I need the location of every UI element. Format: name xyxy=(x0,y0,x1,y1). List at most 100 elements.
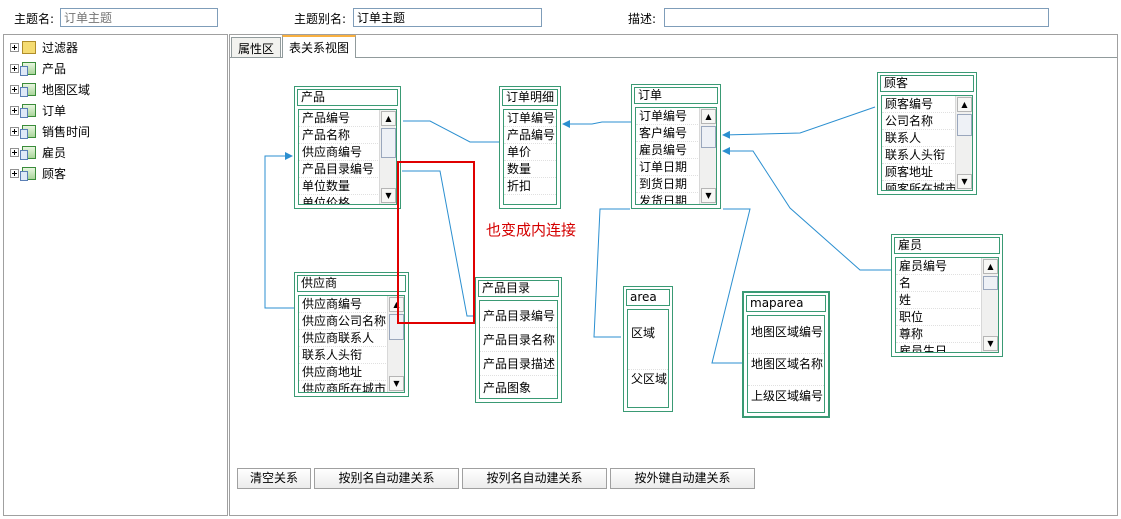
tab-relation-view[interactable]: 表关系视图 xyxy=(282,35,357,58)
field-row[interactable]: 订单编号 xyxy=(636,108,716,125)
field-row[interactable]: 顾客所在城市 xyxy=(882,181,972,190)
expand-icon[interactable] xyxy=(10,105,19,115)
field-row[interactable]: 名 xyxy=(896,275,998,292)
field-row[interactable]: 供应商编号 xyxy=(299,144,396,161)
entity-order[interactable]: 订单 订单编号 客户编号 雇员编号 订单日期 到货日期 发货日期 ▲▼ xyxy=(631,84,721,209)
entity-title[interactable]: 订单明细 xyxy=(502,89,558,106)
tree-item-product[interactable]: 产品 xyxy=(10,59,66,77)
field-row[interactable]: 产品图象 xyxy=(480,376,557,398)
field-row[interactable]: 产品目录编号 xyxy=(480,304,557,328)
auto-relate-by-column-button[interactable]: 按列名自动建关系 xyxy=(462,468,607,489)
scrollbar[interactable]: ▲▼ xyxy=(387,296,404,392)
tree-item-map-area[interactable]: 地图区域 xyxy=(10,80,90,98)
field-row[interactable]: 顾客编号 xyxy=(882,96,972,113)
entity-supplier[interactable]: 供应商 供应商编号 供应商公司名称 供应商联系人 联系人头衔 供应商地址 供应商… xyxy=(294,272,409,397)
scroll-up-icon[interactable]: ▲ xyxy=(983,259,998,274)
field-row[interactable]: 订单编号 xyxy=(504,110,556,127)
entity-title[interactable]: 供应商 xyxy=(297,275,406,292)
field-row[interactable]: 雇员编号 xyxy=(896,258,998,275)
scroll-thumb[interactable] xyxy=(389,314,404,340)
entity-customer[interactable]: 顾客 顾客编号 公司名称 联系人 联系人头衔 顾客地址 顾客所在城市 ▲▼ xyxy=(877,72,977,195)
field-row[interactable]: 联系人 xyxy=(882,130,972,147)
scroll-up-icon[interactable]: ▲ xyxy=(701,109,716,124)
field-row[interactable]: 供应商地址 xyxy=(299,364,404,381)
auto-relate-by-alias-button[interactable]: 按别名自动建关系 xyxy=(314,468,459,489)
auto-relate-by-foreign-key-button[interactable]: 按外键自动建关系 xyxy=(610,468,755,489)
tree-item-filter[interactable]: 过滤器 xyxy=(10,38,78,56)
field-row[interactable]: 产品编号 xyxy=(504,127,556,144)
tab-properties[interactable]: 属性区 xyxy=(231,37,282,57)
field-row[interactable]: 产品名称 xyxy=(299,127,396,144)
entity-title[interactable]: 顾客 xyxy=(880,75,974,92)
entity-maparea[interactable]: maparea 地图区域编号 地图区域名称 上级区域编号 xyxy=(742,291,830,418)
field-row[interactable]: 单价 xyxy=(504,144,556,161)
field-row[interactable]: 产品目录名称 xyxy=(480,328,557,352)
expand-icon[interactable] xyxy=(10,42,19,52)
field-row[interactable]: 顾客地址 xyxy=(882,164,972,181)
field-row[interactable]: 地图区域名称 xyxy=(748,354,824,386)
field-row[interactable]: 供应商公司名称 xyxy=(299,313,404,330)
field-row[interactable]: 产品目录描述 xyxy=(480,352,557,376)
field-row[interactable]: 订单日期 xyxy=(636,159,716,176)
field-row[interactable]: 联系人头衔 xyxy=(299,347,404,364)
entity-title[interactable]: 产品 xyxy=(297,89,398,106)
entity-title[interactable]: 雇员 xyxy=(894,237,1000,254)
field-row[interactable]: 折扣 xyxy=(504,178,556,195)
expand-icon[interactable] xyxy=(10,147,19,157)
entity-area[interactable]: area 区域 父区域 xyxy=(623,286,673,412)
tree-item-customer[interactable]: 顾客 xyxy=(10,164,66,182)
entity-category[interactable]: 产品目录 产品目录编号 产品目录名称 产品目录描述 产品图象 xyxy=(475,277,562,403)
field-row[interactable]: 单位数量 xyxy=(299,178,396,195)
expand-icon[interactable] xyxy=(10,126,19,136)
field-row[interactable]: 区域 xyxy=(628,324,668,370)
scroll-thumb[interactable] xyxy=(957,114,972,136)
field-row[interactable]: 雇员生日 xyxy=(896,343,998,352)
field-row[interactable]: 上级区域编号 xyxy=(751,389,824,403)
scroll-down-icon[interactable]: ▼ xyxy=(381,188,396,203)
scroll-down-icon[interactable]: ▼ xyxy=(389,376,404,391)
entity-order-detail[interactable]: 订单明细 订单编号 产品编号 单价 数量 折扣 xyxy=(499,86,561,209)
tree-item-order[interactable]: 订单 xyxy=(10,101,66,119)
entity-product[interactable]: 产品 产品编号 产品名称 供应商编号 产品目录编号 单位数量 单位价格 ▲▼ xyxy=(294,86,401,209)
scrollbar[interactable]: ▲▼ xyxy=(981,258,998,352)
field-row[interactable]: 父区域 xyxy=(631,372,668,386)
field-row[interactable]: 产品编号 xyxy=(299,110,396,127)
subject-alias-input[interactable] xyxy=(353,8,542,27)
field-row[interactable]: 产品目录编号 xyxy=(299,161,396,178)
entity-title[interactable]: 产品目录 xyxy=(478,280,559,297)
scrollbar[interactable]: ▲▼ xyxy=(379,110,396,204)
entity-title[interactable]: maparea xyxy=(746,295,826,312)
tree-item-sales-time[interactable]: 销售时间 xyxy=(10,122,90,140)
scrollbar[interactable]: ▲▼ xyxy=(699,108,716,204)
field-row[interactable]: 发货日期 xyxy=(636,193,716,204)
scroll-up-icon[interactable]: ▲ xyxy=(381,111,396,126)
entity-title[interactable]: 订单 xyxy=(634,87,718,104)
scroll-up-icon[interactable]: ▲ xyxy=(389,297,404,312)
field-row[interactable]: 姓 xyxy=(896,292,998,309)
clear-relations-button[interactable]: 清空关系 xyxy=(237,468,311,489)
scroll-down-icon[interactable]: ▼ xyxy=(701,188,716,203)
field-row[interactable]: 供应商所在城市 xyxy=(299,381,404,392)
field-row[interactable]: 尊称 xyxy=(896,326,998,343)
scroll-down-icon[interactable]: ▼ xyxy=(983,336,998,351)
entity-title[interactable]: area xyxy=(626,289,670,306)
field-row[interactable]: 客户编号 xyxy=(636,125,716,142)
scroll-down-icon[interactable]: ▼ xyxy=(957,174,972,189)
subject-name-input[interactable] xyxy=(60,8,218,27)
entity-employee[interactable]: 雇员 雇员编号 名 姓 职位 尊称 雇员生日 ▲▼ xyxy=(891,234,1003,357)
scroll-thumb[interactable] xyxy=(381,128,396,158)
field-row[interactable]: 单位价格 xyxy=(299,195,396,204)
field-row[interactable]: 供应商联系人 xyxy=(299,330,404,347)
description-input[interactable] xyxy=(664,8,1049,27)
scroll-thumb[interactable] xyxy=(701,126,716,148)
field-row[interactable]: 联系人头衔 xyxy=(882,147,972,164)
field-row[interactable]: 职位 xyxy=(896,309,998,326)
expand-icon[interactable] xyxy=(10,84,19,94)
tree-item-employee[interactable]: 雇员 xyxy=(10,143,66,161)
field-row[interactable]: 雇员编号 xyxy=(636,142,716,159)
expand-icon[interactable] xyxy=(10,63,19,73)
field-row[interactable]: 到货日期 xyxy=(636,176,716,193)
scrollbar[interactable]: ▲▼ xyxy=(955,96,972,190)
field-row[interactable]: 公司名称 xyxy=(882,113,972,130)
field-row[interactable]: 供应商编号 xyxy=(299,296,404,313)
